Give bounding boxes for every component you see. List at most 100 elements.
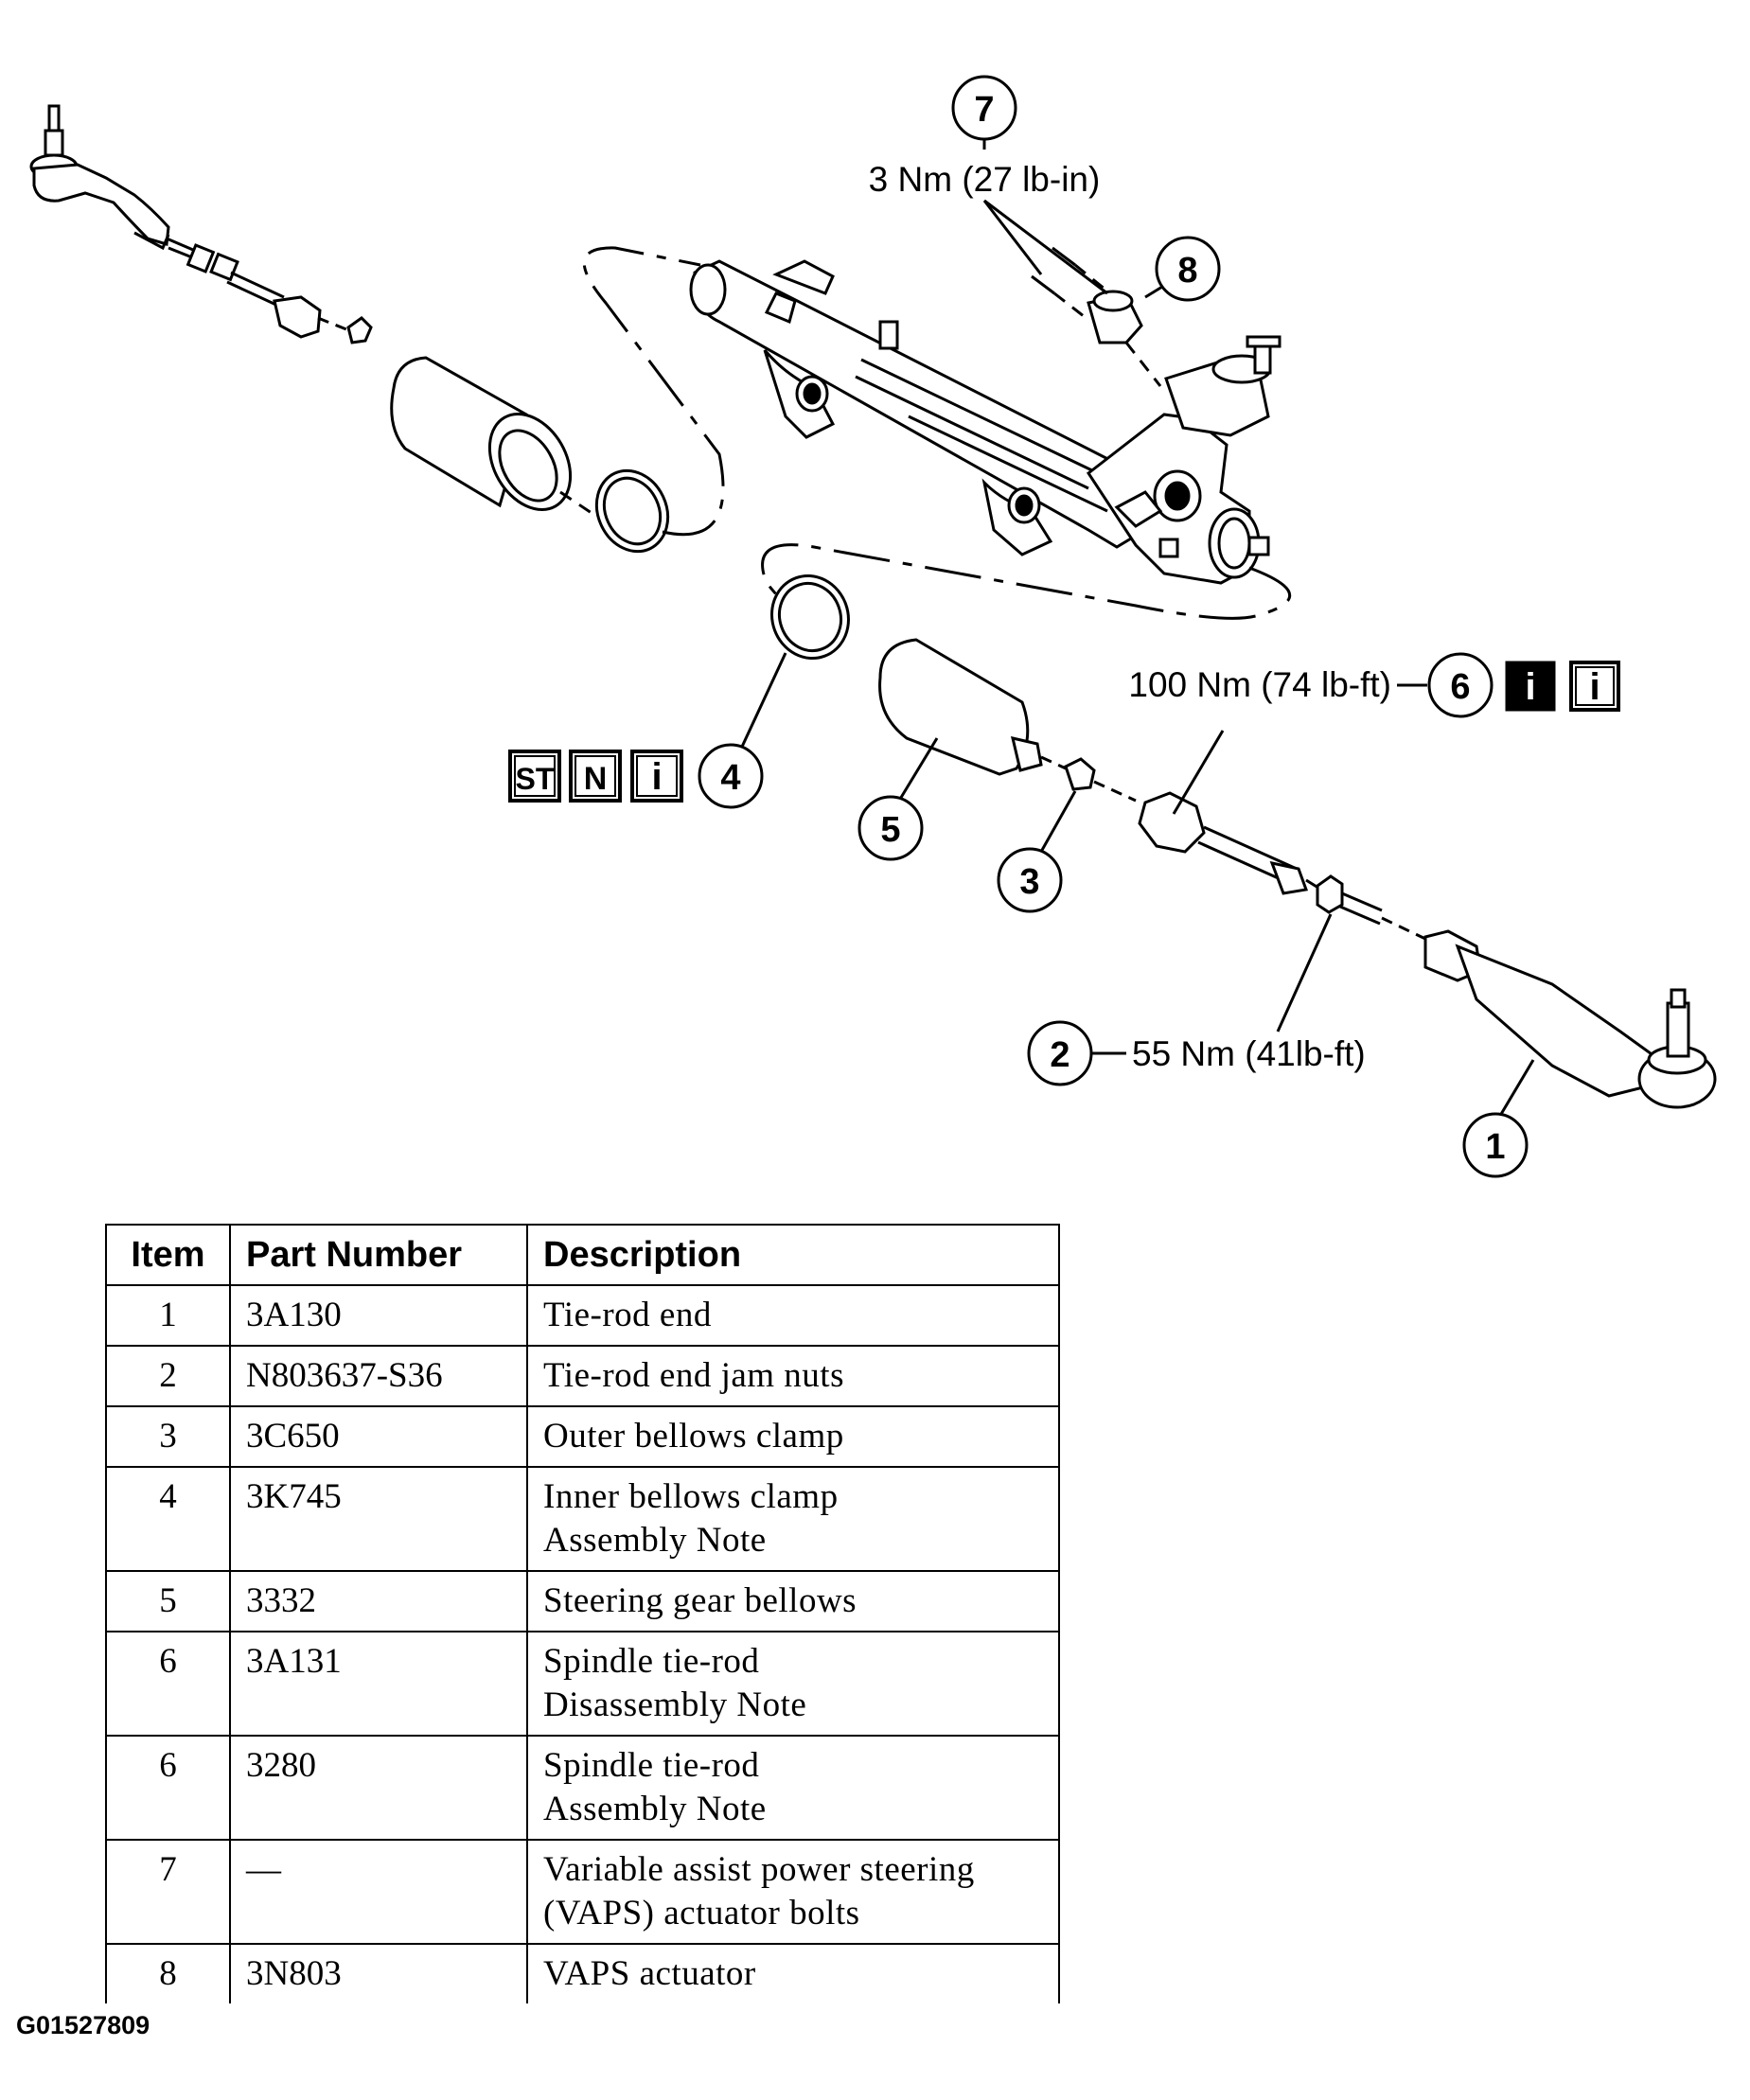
cell-part-number: 3A130 (229, 1284, 528, 1347)
header-description: Description (526, 1224, 1060, 1286)
cell-part-number: 3A131 (229, 1631, 528, 1737)
left-tie-rod-end (29, 104, 170, 251)
cell-part-number: 3280 (229, 1735, 528, 1841)
svg-text:i: i (651, 756, 662, 798)
cell-item: 2 (105, 1345, 231, 1407)
svg-text:ST: ST (516, 762, 555, 796)
cell-description: Tie-rod end (526, 1284, 1060, 1347)
callout-6: 100 Nm (74 lb-ft) 6 i i (1128, 652, 1620, 815)
cell-description: Outer bellows clamp (526, 1405, 1060, 1468)
cell-part-number: 3N803 (229, 1943, 528, 2003)
description-line: Assembly Note (543, 1790, 767, 1828)
right-bellows (878, 638, 1067, 776)
right-inner-bellows-clamp (770, 574, 850, 661)
cell-item: 4 (105, 1466, 231, 1572)
cell-part-number: 3K745 (229, 1466, 528, 1572)
left-inner-tie-rod (166, 237, 373, 344)
cell-part-number: 3C650 (229, 1405, 528, 1468)
info-badge-filled (1505, 661, 1556, 712)
callout-1: 1 (1462, 1059, 1535, 1178)
description-line: Spindle tie-rod (543, 1642, 760, 1681)
callout-2: 2 55 Nm (41lb-ft) (1027, 913, 1366, 1086)
left-bellows (390, 356, 607, 524)
cell-description: Steering gear bellows (526, 1570, 1060, 1632)
cell-item: 3 (105, 1405, 231, 1468)
cell-item: 5 (105, 1570, 231, 1632)
svg-text:i: i (1525, 666, 1535, 708)
torque-label-7: 3 Nm (27 lb-in) (869, 160, 1101, 199)
description-line: VAPS actuator (543, 1954, 756, 1993)
callout-5: 5 (857, 737, 939, 861)
new-part-badge (569, 750, 622, 803)
svg-text:i: i (1589, 666, 1600, 708)
cell-description: Tie-rod end jam nuts (526, 1345, 1060, 1407)
description-line: Spindle tie-rod (543, 1746, 760, 1785)
svg-text:1: 1 (1485, 1127, 1505, 1167)
callout-7: 7 3 Nm (27 lb-in) (869, 75, 1108, 295)
svg-text:7: 7 (974, 90, 994, 130)
callout-4: ST N i 4 (508, 652, 787, 809)
cell-item: 7 (105, 1839, 231, 1945)
header-item: Item (105, 1224, 231, 1286)
svg-text:N: N (584, 761, 608, 797)
table-row: 7— Variable assist power steering (VAPS) a… (105, 1839, 1060, 1945)
cell-description: VAPS actuator (526, 1943, 1060, 2003)
cell-item: 8 (105, 1943, 231, 2003)
cell-part-number: N803637-S36 (229, 1345, 528, 1407)
figure-code: G01527809 (16, 2011, 150, 2039)
vaps-actuator-bolts (1031, 246, 1106, 322)
description-line: Variable assist power steering (543, 1850, 975, 1889)
svg-text:2: 2 (1050, 1035, 1069, 1075)
steering-gear-housing (689, 259, 1282, 585)
svg-text:5: 5 (880, 810, 900, 850)
left-inner-bellows-clamp (594, 468, 670, 554)
callout-3: 3 (997, 790, 1077, 913)
torque-label-6: 100 Nm (74 lb-ft) (1128, 665, 1391, 704)
description-line: Tie-rod end (543, 1296, 712, 1334)
cell-item: 6 (105, 1735, 231, 1841)
info-badge (1569, 661, 1620, 712)
torque-label-2: 55 Nm (41lb-ft) (1132, 1034, 1366, 1073)
description-line: Outer bellows clamp (543, 1417, 844, 1456)
description-line: Assembly Note (543, 1521, 767, 1560)
cell-item: 6 (105, 1631, 231, 1737)
right-tie-rod-end (1423, 929, 1717, 1109)
description-line: Steering gear bellows (543, 1581, 857, 1620)
outer-bellows-clamp (1064, 757, 1137, 803)
assembly-path-line-lower (761, 543, 1291, 620)
info-badge (630, 750, 683, 803)
cell-description: Variable assist power steering (VAPS) act… (526, 1839, 1060, 1945)
cell-item: 1 (105, 1284, 231, 1347)
right-spindle-tie-rod (1138, 791, 1322, 895)
callout-8: 8 (1144, 236, 1221, 302)
vaps-actuator (1087, 290, 1162, 387)
cell-part-number: 3332 (229, 1570, 528, 1632)
assembly-path-line-upper (582, 246, 725, 537)
description-line: Tie-rod end jam nuts (543, 1356, 844, 1395)
special-tool-badge (508, 750, 561, 803)
description-line: Inner bellows clamp (543, 1477, 839, 1516)
table-header-row: Item Part Number Description (105, 1224, 1060, 1286)
svg-text:4: 4 (720, 758, 740, 798)
svg-text:8: 8 (1177, 251, 1197, 291)
svg-text:3: 3 (1019, 862, 1039, 902)
svg-text:6: 6 (1450, 667, 1470, 707)
description-line: (VAPS) actuator bolts (543, 1894, 860, 1932)
description-line: Disassembly Note (543, 1685, 807, 1724)
header-part-number: Part Number (229, 1224, 528, 1286)
cell-part-number: — (229, 1839, 528, 1945)
right-tie-rod-jam-nut (1316, 874, 1426, 941)
